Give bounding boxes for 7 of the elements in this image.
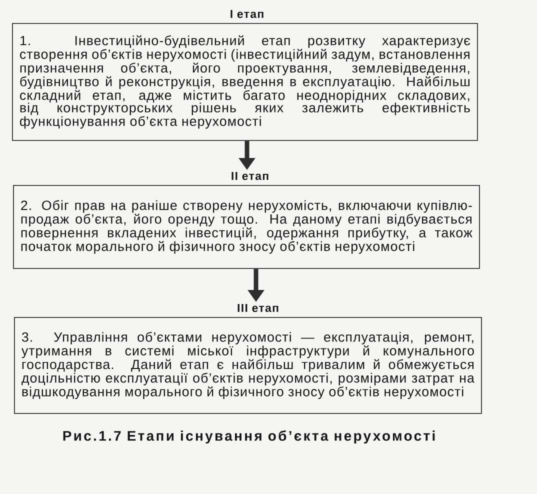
figure-caption: Рис.1.7 Етапи існування об’єкта нерухомості [63,430,435,444]
stage-heading: I етап [230,10,264,18]
stage-heading: III етап [238,304,278,312]
stage-heading: II етап [232,172,268,180]
stage-box: 1. Інвестиційно-будівельний етап розвитку характеризує створення об’єктів нерухомості (інвестиційний задум, встановлення призначення об’єкта, його проектування, землевідведення, будівництво й реконструкція, введення в експлуатацію. Найбільш складний етап, адже містить багато неоднорідних складових, від конструкторських рішень яких залежить ефективність функціонування об’єкта нерухомості [12,23,478,141]
stage-box: 3. Управління об’єктами нерухомості — експлуатація, ремонт, утримання в системі міської інфраструктури й комунального господарства. Даний етап є найбільш тривалим й обмежується доцільністю експлуатації об’єктів нерухомості, розмірами затрат на відшкодування морального й фізичного зносу об’єктів нерухомості [14,317,482,414]
stage-box: 2. Обіг прав на раніше створену нерухомість, включаючи купівлю-продаж об’єкта, його оренду тощо. На даному етапі відбувається повернення вкладених інвестицій, одержання прибутку, а також початок морального й фізичного зносу об’єктів нерухомості [13,185,480,269]
